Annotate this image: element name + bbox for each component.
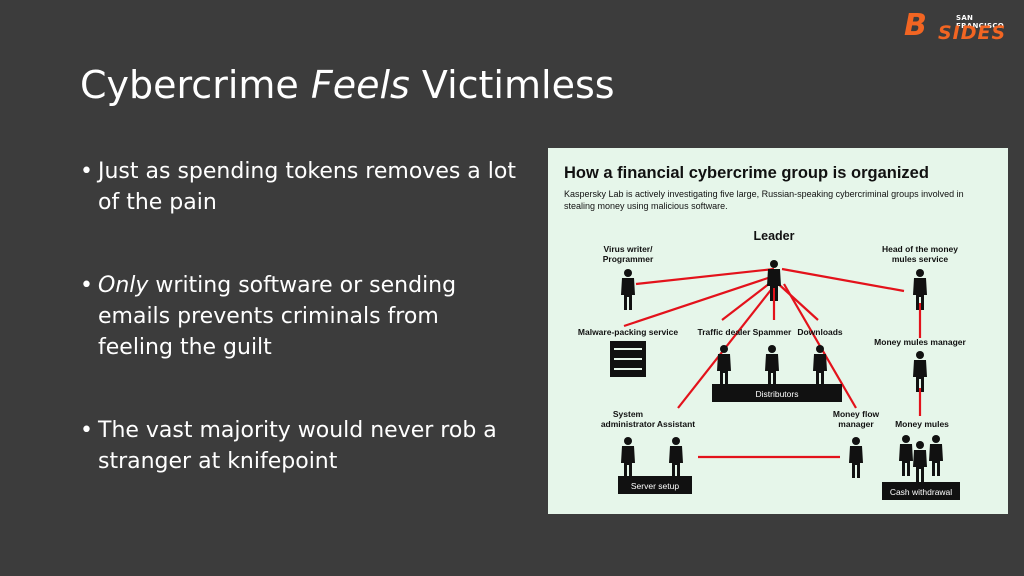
downloads-person-icon xyxy=(813,345,827,386)
spammer-person-icon xyxy=(765,345,779,386)
diagram-title: How a financial cybercrime group is orga… xyxy=(564,164,929,182)
mules-manager-label: Money mules manager xyxy=(874,337,966,347)
assistant-person-icon xyxy=(669,437,683,478)
head-mules-label-2: mules service xyxy=(892,254,949,264)
bullet-dot: • xyxy=(80,159,93,184)
server-rack-icon xyxy=(610,341,646,377)
assistant-label: Assistant xyxy=(657,419,695,429)
distributors-group: Distributors xyxy=(712,384,842,402)
sysadmin-person-icon xyxy=(621,437,635,478)
virus-writer-label-2: Programmer xyxy=(603,254,654,264)
logo-city: SAN FRANCISCO xyxy=(956,14,1005,30)
malware-packing-label: Malware-packing service xyxy=(578,327,678,337)
diagram-subtitle-line2: stealing money using malicious software. xyxy=(564,201,728,211)
title-end: Victimless xyxy=(409,63,615,107)
distributors-label: Distributors xyxy=(756,389,799,399)
traffic-dealer-person-icon xyxy=(717,345,731,386)
virus-writer-label-1: Virus writer/ xyxy=(604,244,654,254)
title-start: Cybercrime xyxy=(80,63,311,107)
money-mules-label: Money mules xyxy=(895,419,949,429)
leader-label: Leader xyxy=(754,229,795,243)
bullet-text: writing software or sending emails preve… xyxy=(98,273,457,360)
org-diagram: How a financial cybercrime group is orga… xyxy=(548,148,1008,514)
logo-mark: B xyxy=(904,8,927,43)
sysadmin-label-2: administrator xyxy=(601,419,656,429)
virus-writer-person-icon xyxy=(621,269,635,310)
bullet-list: •Just as spending tokens removes a lot o… xyxy=(80,156,520,529)
head-mules-label-1: Head of the money xyxy=(882,244,958,254)
downloads-label: Downloads xyxy=(797,327,843,337)
mule-person-icon xyxy=(899,435,913,476)
bullet-item: •Only writing software or sending emails… xyxy=(80,270,520,363)
traffic-dealer-label: Traffic dealer xyxy=(698,327,752,337)
bullet-text: The vast majority would never rob a stra… xyxy=(98,418,497,474)
connector-lines xyxy=(623,267,922,459)
logo-word: SIDES xyxy=(938,22,1007,44)
mule-person-icon xyxy=(929,435,943,476)
slide-title: Cybercrime Feels Victimless xyxy=(80,62,615,108)
bullet-text: Just as spending tokens removes a lot of… xyxy=(98,159,516,215)
bullet-emphasis: Only xyxy=(98,273,149,298)
bullet-dot: • xyxy=(80,418,93,443)
money-flow-label-2: manager xyxy=(838,419,874,429)
sysadmin-label-1: System xyxy=(613,409,644,419)
bullet-item: •Just as spending tokens removes a lot o… xyxy=(80,156,520,218)
role-labels: Leader Virus writer/ Programmer Head of … xyxy=(578,229,967,429)
org-diagram-svg: How a financial cybercrime group is orga… xyxy=(564,164,967,500)
bsides-logo: B SAN FRANCISCO SIDES xyxy=(904,6,1016,46)
cash-withdrawal-label: Cash withdrawal xyxy=(890,487,952,497)
mule-person-icon xyxy=(913,441,927,482)
diagram-subtitle-line1: Kaspersky Lab is actively investigating … xyxy=(564,189,964,199)
title-emphasis: Feels xyxy=(310,63,410,107)
server-setup-label: Server setup xyxy=(631,481,679,491)
person-icons xyxy=(621,260,943,482)
spammer-label: Spammer xyxy=(753,327,792,337)
bullet-item: •The vast majority would never rob a str… xyxy=(80,415,520,477)
money-flow-person-icon xyxy=(849,437,863,478)
cash-withdrawal-group: Cash withdrawal xyxy=(882,482,960,500)
money-flow-label-1: Money flow xyxy=(833,409,880,419)
mules-manager-person-icon xyxy=(913,351,927,392)
bullet-dot: • xyxy=(80,273,93,298)
server-setup-group: Server setup xyxy=(618,476,692,494)
